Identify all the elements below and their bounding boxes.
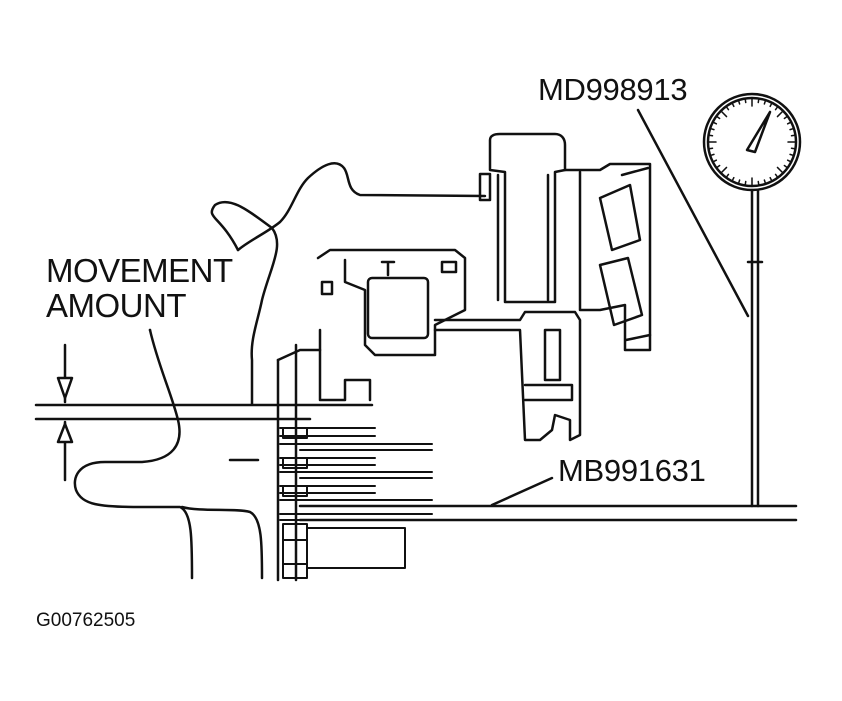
dial-tick: [786, 159, 792, 163]
piston-slot: [440, 260, 458, 274]
dial-tick: [776, 110, 784, 118]
dial-gauge-needle: [745, 110, 772, 154]
piston-bolt-head: [366, 276, 430, 340]
clutch-hub-inner: [543, 328, 562, 382]
dial-tick: [789, 153, 795, 157]
dial-tick: [790, 134, 797, 137]
dial-tick: [769, 176, 773, 182]
dial-tick: [731, 102, 735, 108]
retainer-bottom: [318, 328, 372, 402]
dial-tick: [757, 97, 760, 104]
dial-tick: [763, 179, 767, 185]
dial-gauge-ticks: [707, 97, 797, 187]
center-bolt-shank: [496, 173, 550, 302]
dial-tick: [707, 134, 714, 137]
casting-right-wall: [180, 505, 264, 580]
piston-body: [316, 248, 467, 357]
measuring-tool-label: MB991631: [558, 453, 706, 488]
dial-tick: [731, 176, 735, 182]
movement-amount-label-line2: AMOUNT: [46, 287, 186, 324]
housing-right: [563, 162, 652, 352]
piston-pin: [380, 260, 396, 277]
dial-tick: [789, 127, 795, 131]
dial-tick: [712, 121, 718, 125]
clutch-plates: [279, 427, 433, 579]
center-bolt-collar: [478, 172, 492, 202]
casting-loop: [73, 328, 194, 580]
piston-slot-left: [320, 280, 334, 296]
retainer-top: [276, 348, 322, 362]
figure-code: G00762505: [36, 610, 135, 631]
dial-tick: [737, 179, 741, 185]
clutch-hub-step: [523, 383, 574, 402]
dial-tick: [725, 105, 730, 111]
arrow-down-icon: [56, 376, 74, 400]
dial-tick: [725, 173, 730, 179]
arrow-up-icon: [56, 422, 74, 444]
movement-amount-label-line1: MOVEMENT: [46, 252, 233, 289]
dial-tick: [720, 166, 728, 174]
dial-tick: [712, 159, 718, 163]
dial-tick: [763, 99, 767, 105]
dial-gauge-tool-label: MD998913: [538, 72, 687, 107]
housing-flank: [210, 200, 279, 406]
housing-outline: [236, 162, 487, 252]
dial-tick: [707, 147, 714, 150]
dial-tick: [757, 180, 760, 187]
dial-tick: [783, 115, 789, 120]
clutch-hub: [433, 310, 582, 442]
dial-tick: [776, 166, 784, 174]
center-bolt: [488, 132, 567, 304]
dial-tick: [783, 164, 789, 169]
bearing-race: [620, 166, 652, 342]
measuring-bar-leader: [490, 476, 554, 507]
dial-tick: [737, 99, 741, 105]
retainer-left-wall: [276, 343, 298, 582]
dial-tick: [744, 97, 747, 104]
dial-tick: [709, 127, 715, 131]
bearing-roller-bottom: [598, 256, 644, 327]
dial-tick: [774, 173, 779, 179]
dial-tick: [790, 147, 797, 150]
dial-tick: [715, 164, 721, 169]
dial-tick: [744, 180, 747, 187]
bearing-roller-top: [598, 183, 642, 252]
dial-tick: [709, 153, 715, 157]
dial-tick: [720, 110, 728, 118]
dial-tick: [774, 105, 779, 111]
dial-tick: [786, 121, 792, 125]
dial-tick: [769, 102, 773, 108]
dial-gauge-leader: [636, 108, 750, 318]
dial-tick: [715, 115, 721, 120]
